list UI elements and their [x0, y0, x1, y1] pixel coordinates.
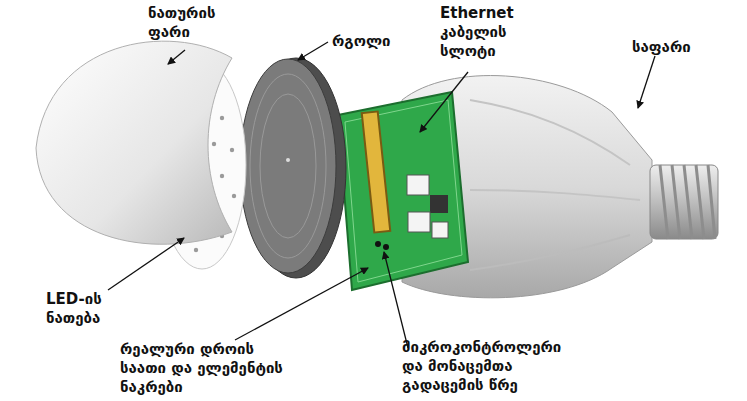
part-label: მიკროკონტროლერი და მონაცემთა გადაცემის წ…	[402, 338, 562, 395]
ring-hole	[286, 158, 290, 162]
component	[383, 244, 389, 250]
led	[220, 174, 224, 178]
screw-thread	[660, 165, 715, 239]
led	[194, 248, 198, 252]
bulb-dome	[36, 41, 232, 244]
body-ridge	[470, 235, 630, 270]
leader-line	[420, 72, 468, 132]
body-ridge	[470, 190, 640, 200]
leader-lines	[108, 42, 655, 348]
ring-groove	[260, 94, 316, 238]
board-edge	[345, 100, 462, 282]
part-label: LED-ის ნათება	[46, 290, 131, 328]
leader-line	[168, 50, 185, 64]
circuit-board	[338, 92, 468, 290]
chip	[432, 222, 448, 238]
component	[375, 241, 381, 247]
leader-line	[108, 238, 184, 290]
screw-base	[650, 165, 718, 239]
leader-line	[384, 252, 408, 348]
led	[212, 142, 216, 146]
ring-groove	[250, 74, 326, 258]
leader-line	[298, 42, 328, 60]
led	[232, 194, 236, 198]
body-ridge	[470, 100, 630, 165]
leader-line	[235, 268, 368, 340]
led	[230, 148, 234, 152]
led	[220, 116, 224, 120]
part-label: საფარი	[632, 38, 722, 57]
ethernet-slot	[362, 111, 390, 232]
part-label: რეალური დროის საათი და ელემენტის ნაკრები	[120, 340, 305, 397]
chip	[430, 195, 448, 213]
leader-line	[638, 56, 655, 108]
chip	[407, 175, 429, 195]
part-label: რგოლი	[332, 32, 422, 51]
chip	[408, 212, 430, 232]
part-label: Ethernet კაბელის სლოტი	[440, 4, 535, 61]
part-label: ნათურის ფარი	[148, 4, 248, 42]
ring	[240, 59, 336, 273]
